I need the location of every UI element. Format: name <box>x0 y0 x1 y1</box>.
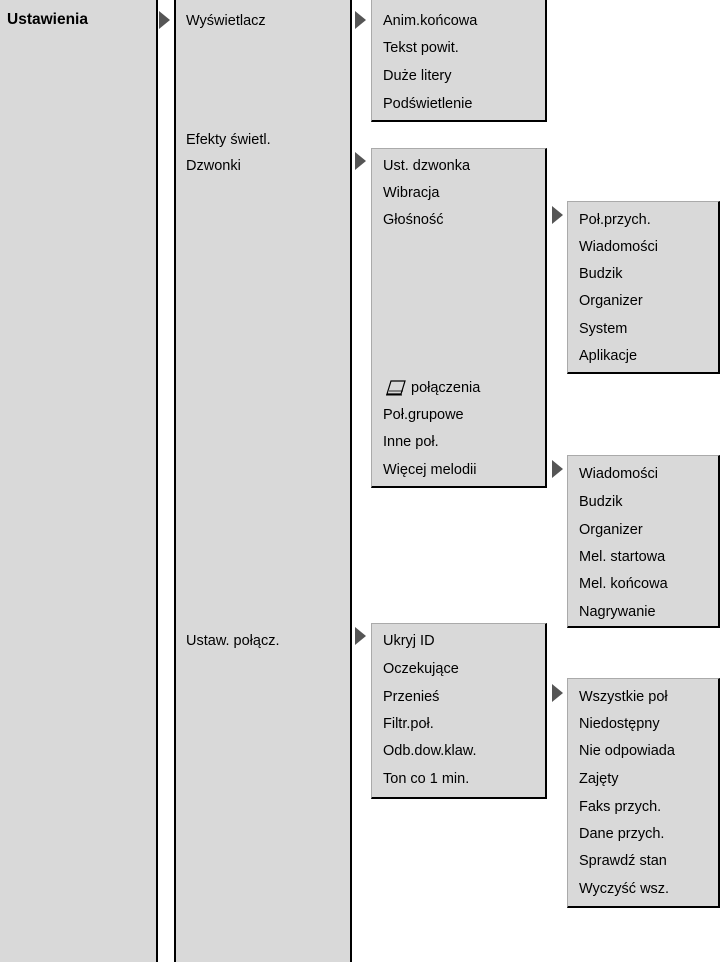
submenu-item[interactable]: Głośność <box>383 212 444 228</box>
wiecej-melodii-submenu <box>567 455 720 628</box>
submenu-item[interactable]: Inne poł. <box>383 434 439 450</box>
submenu-item[interactable]: Wyczyść wsz. <box>579 881 670 897</box>
settings-column <box>175 0 351 962</box>
submenu-item[interactable]: Nagrywanie <box>579 604 656 620</box>
submenu-item-polaczenia[interactable]: połączenia <box>411 380 481 396</box>
submenu-item[interactable]: Aplikacje <box>579 348 638 364</box>
menu-item-ustaw-polacz[interactable]: Ustaw. połącz. <box>186 633 280 649</box>
submenu-item[interactable]: Wiadomości <box>579 239 658 255</box>
column2-right-border <box>350 0 352 962</box>
menu-item-wyswietlacz[interactable]: Wyświetlacz <box>186 13 266 29</box>
submenu-item[interactable]: Sprawdź stan <box>579 853 667 869</box>
notebook-pencil-icon <box>383 378 407 396</box>
arrow-icon <box>355 11 366 29</box>
column2-left-border <box>174 0 176 962</box>
submenu-item[interactable]: Wibracja <box>383 185 440 201</box>
submenu-item[interactable]: Dane przych. <box>579 826 665 842</box>
arrow-icon <box>552 206 563 224</box>
arrow-icon <box>355 152 366 170</box>
submenu-item[interactable]: Ukryj ID <box>383 633 435 649</box>
submenu-item[interactable]: Organizer <box>579 293 643 309</box>
submenu-item[interactable]: Wiadomości <box>579 466 658 482</box>
submenu-item[interactable]: System <box>579 321 628 337</box>
menu-item-efekty-swietl[interactable]: Efekty świetl. <box>186 132 271 148</box>
submenu-item[interactable]: Zajęty <box>579 771 619 787</box>
wyswietlacz-submenu <box>371 0 547 122</box>
submenu-item[interactable]: Filtr.poł. <box>383 716 434 732</box>
submenu-item[interactable]: Poł.przych. <box>579 212 651 228</box>
ustawienia-column <box>0 0 157 962</box>
submenu-item[interactable]: Anim.końcowa <box>383 13 478 29</box>
submenu-item[interactable]: Nie odpowiada <box>579 743 675 759</box>
submenu-item[interactable]: Organizer <box>579 522 643 538</box>
submenu-item[interactable]: Podświetlenie <box>383 96 473 112</box>
submenu-item[interactable]: Przenieś <box>383 689 440 705</box>
arrow-icon <box>355 627 366 645</box>
submenu-item[interactable]: Oczekujące <box>383 661 459 677</box>
glosnosc-submenu <box>567 201 720 374</box>
dzwonki-submenu <box>371 148 547 488</box>
submenu-item[interactable]: Ust. dzwonka <box>383 158 471 174</box>
submenu-item[interactable]: Odb.dow.klaw. <box>383 743 477 759</box>
submenu-item[interactable]: Duże litery <box>383 68 452 84</box>
submenu-item[interactable]: Mel. startowa <box>579 549 666 565</box>
przenies-submenu <box>567 678 720 908</box>
arrow-icon <box>552 460 563 478</box>
arrow-icon <box>159 11 170 29</box>
submenu-item[interactable]: Mel. końcowa <box>579 576 668 592</box>
menu-item-dzwonki[interactable]: Dzwonki <box>186 158 241 174</box>
ustawienia-title[interactable]: Ustawienia <box>7 11 88 28</box>
arrow-icon <box>552 684 563 702</box>
submenu-item[interactable]: Ton co 1 min. <box>383 771 470 787</box>
column1-border <box>156 0 158 962</box>
submenu-item[interactable]: Wszystkie poł <box>579 689 668 705</box>
submenu-item[interactable]: Poł.grupowe <box>383 407 464 423</box>
submenu-item[interactable]: Niedostępny <box>579 716 660 732</box>
submenu-item[interactable]: Faks przych. <box>579 799 662 815</box>
ustaw-polacz-submenu <box>371 623 547 799</box>
submenu-item[interactable]: Więcej melodii <box>383 462 477 478</box>
submenu-item[interactable]: Tekst powit. <box>383 40 459 56</box>
submenu-item[interactable]: Budzik <box>579 494 623 510</box>
submenu-item[interactable]: Budzik <box>579 266 623 282</box>
